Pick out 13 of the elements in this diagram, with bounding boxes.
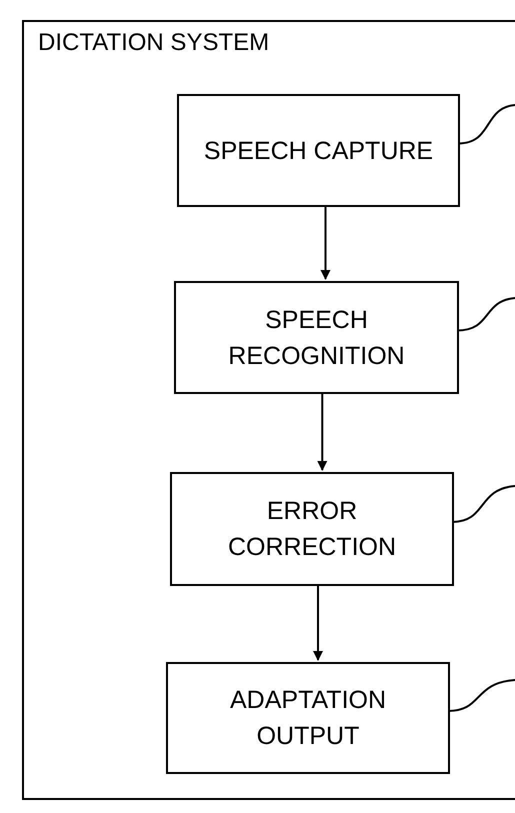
box-label: ERROR CORRECTION	[226, 496, 398, 563]
box-label: SPEECH RECOGNITION	[227, 304, 406, 372]
process-box	[166, 662, 450, 774]
arrow	[320, 205, 330, 280]
arrow	[317, 392, 328, 471]
arrow	[313, 584, 323, 661]
process-box	[170, 472, 454, 586]
process-box	[174, 281, 459, 394]
box-label: ADAPTATION OUTPUT	[228, 685, 388, 752]
system-frame	[22, 20, 515, 800]
system-title: DICTATION SYSTEM	[38, 28, 270, 58]
process-box	[177, 94, 460, 207]
box-label: SPEECH CAPTURE	[202, 136, 434, 166]
